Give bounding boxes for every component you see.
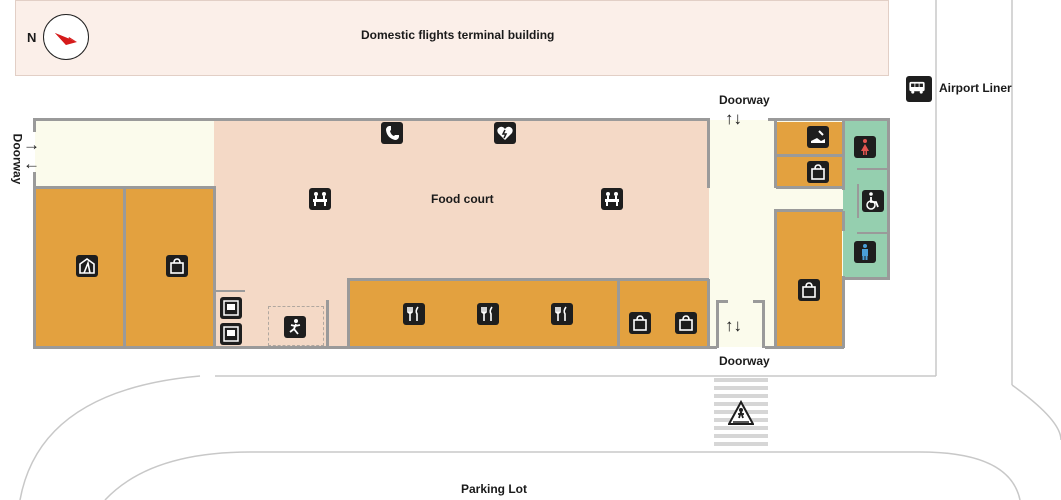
wall	[213, 186, 216, 348]
shop-icon	[798, 279, 820, 301]
shop-icon	[166, 255, 188, 277]
wall	[347, 278, 709, 281]
doorway-left-arrows: →←	[23, 135, 40, 173]
wall	[857, 168, 889, 170]
doorway-top-label: Doorway	[719, 93, 770, 107]
doorway-bottom-label: Doorway	[719, 354, 770, 368]
wall	[774, 209, 777, 348]
rest-area-icon	[601, 188, 623, 210]
bus-icon	[906, 76, 932, 102]
wall	[33, 346, 717, 349]
wall	[347, 279, 350, 348]
terminal-label: Domestic flights terminal building	[361, 28, 555, 42]
wall	[768, 118, 890, 121]
wall	[887, 118, 890, 279]
parking-lot-label: Parking Lot	[461, 482, 528, 496]
food-court-area	[214, 120, 709, 280]
aed-icon	[494, 122, 516, 144]
wall	[857, 232, 889, 234]
wall	[857, 184, 859, 218]
crosswalk-icon	[727, 399, 755, 426]
wall	[617, 279, 620, 348]
wall	[707, 118, 710, 188]
shop-icon	[807, 161, 829, 183]
wall	[842, 277, 890, 280]
atm-icon	[220, 323, 242, 345]
wall	[716, 300, 719, 348]
wall	[33, 172, 36, 349]
restaurant-icon	[477, 303, 499, 325]
rest-area-icon	[309, 188, 331, 210]
wall	[716, 300, 728, 303]
shop-icon	[629, 312, 651, 334]
wall	[774, 120, 777, 188]
wall	[776, 209, 843, 212]
wall	[776, 154, 843, 157]
wall	[842, 276, 845, 348]
accessible-restroom-icon	[862, 190, 884, 212]
restaurant-icon	[403, 303, 425, 325]
kids-area-outline	[268, 306, 324, 346]
nursing-room-icon	[807, 126, 829, 148]
doorway-bottom-arrows: ↑↓	[725, 316, 742, 335]
wall	[776, 186, 843, 189]
phone-icon	[381, 122, 403, 144]
compass-north-label: N	[27, 30, 37, 45]
kids-area-icon	[284, 316, 306, 338]
wall	[765, 346, 844, 349]
wall	[326, 300, 329, 348]
wall	[213, 290, 245, 292]
wall	[762, 300, 765, 348]
wall	[842, 120, 845, 190]
atm-icon	[220, 297, 242, 319]
womens-restroom-icon	[854, 136, 876, 158]
wall	[33, 118, 36, 132]
domestic-terminal-building	[15, 0, 889, 76]
mens-restroom-icon	[854, 241, 876, 263]
airport-liner-label: Airport Liner	[939, 81, 1012, 95]
compass-icon	[43, 14, 89, 60]
shop-icon	[675, 312, 697, 334]
souvenir-icon	[76, 255, 98, 277]
wall	[707, 279, 710, 348]
restaurant-icon	[551, 303, 573, 325]
doorway-top-arrows: ↑↓	[725, 109, 742, 128]
wall	[33, 118, 710, 121]
wall	[842, 211, 845, 231]
wall	[753, 300, 765, 303]
food-court-label: Food court	[431, 192, 494, 206]
wall	[123, 186, 126, 348]
